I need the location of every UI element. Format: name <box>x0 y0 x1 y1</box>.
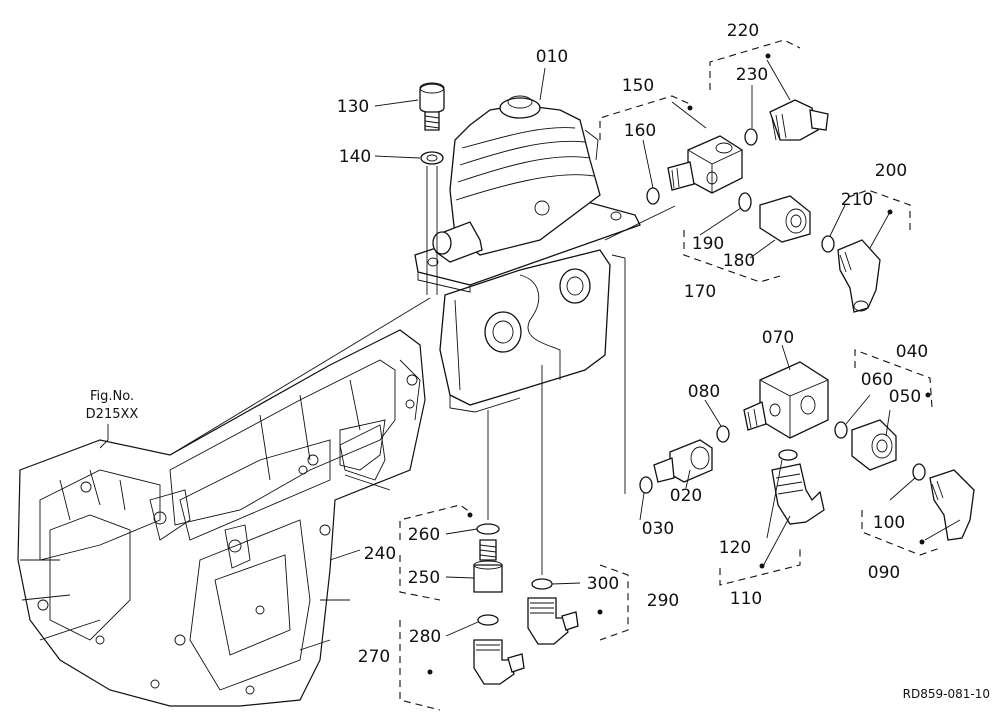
part-labels: 010 020 030 040 050 060 070 080 090 100 … <box>337 21 928 667</box>
oring-280 <box>477 614 499 626</box>
label-130: 130 <box>337 97 369 117</box>
label-050: 050 <box>889 387 921 407</box>
figure-ref-leader <box>99 424 109 449</box>
bracket-240 <box>399 504 471 540</box>
control-valve-assembly <box>414 95 641 413</box>
transmission-housing <box>17 329 426 707</box>
label-230: 230 <box>736 65 768 85</box>
label-100: 100 <box>873 513 905 533</box>
oring-030 <box>639 476 653 494</box>
adapter-block-070 <box>743 361 829 439</box>
washer-140 <box>420 151 444 165</box>
label-250: 250 <box>408 568 440 588</box>
label-270: 270 <box>358 647 390 667</box>
group-marker-dots <box>427 53 931 675</box>
bracket-220 <box>709 39 801 90</box>
bracket-200 <box>845 189 911 230</box>
label-150: 150 <box>622 76 654 96</box>
bracket-170 <box>683 230 781 283</box>
oring-190 <box>738 192 752 212</box>
label-210: 210 <box>841 190 873 210</box>
elbow-090 <box>929 469 975 541</box>
bracket-240-lower <box>399 555 441 601</box>
label-290: 290 <box>647 591 679 611</box>
label-090: 090 <box>868 563 900 583</box>
label-040: 040 <box>896 342 928 362</box>
bracket-270 <box>399 620 441 711</box>
oring-300 <box>531 578 553 590</box>
elbow-110 <box>771 463 825 525</box>
label-010: 010 <box>536 47 568 67</box>
nipple-050 <box>851 419 897 471</box>
centerline-valve-housing <box>169 297 431 456</box>
bracket-040 <box>854 349 933 409</box>
label-240: 240 <box>364 544 396 564</box>
elbow-270 <box>473 639 525 685</box>
leader-lines <box>374 67 916 637</box>
bracket-290 <box>599 564 629 641</box>
label-160: 160 <box>624 121 656 141</box>
figure-ref-code: D215XX <box>86 407 139 422</box>
oring-120 <box>778 449 798 461</box>
oring-100 <box>912 463 926 481</box>
nipple-250 <box>473 539 503 593</box>
elbow-200 <box>837 239 881 313</box>
oring-080 <box>716 425 730 443</box>
label-190: 190 <box>692 234 724 254</box>
centerline-valve-lower <box>611 254 626 494</box>
oring-060 <box>834 421 848 439</box>
label-030: 030 <box>642 519 674 539</box>
label-180: 180 <box>723 251 755 271</box>
label-140: 140 <box>339 147 371 167</box>
adapter-block-150 <box>667 135 743 194</box>
oring-160 <box>646 187 660 205</box>
label-120: 120 <box>719 538 751 558</box>
bolt-130 <box>419 82 445 131</box>
label-070: 070 <box>762 328 794 348</box>
label-020: 020 <box>670 486 702 506</box>
centerline-valve-port <box>604 205 676 241</box>
elbow-220 <box>769 99 829 141</box>
oring-260 <box>476 523 500 535</box>
elbow-290 <box>527 597 579 645</box>
bracket-090 <box>861 510 941 556</box>
nipple-020 <box>653 439 713 483</box>
label-170: 170 <box>684 282 716 302</box>
figure-ref-label: Fig.No. <box>90 389 134 404</box>
label-220: 220 <box>727 21 759 41</box>
label-110: 110 <box>730 589 762 609</box>
oring-210 <box>821 235 835 253</box>
label-060: 060 <box>861 370 893 390</box>
oring-230 <box>744 128 758 146</box>
label-080: 080 <box>688 382 720 402</box>
label-280: 280 <box>409 627 441 647</box>
label-300: 300 <box>587 574 619 594</box>
nipple-180 <box>759 195 811 243</box>
label-200: 200 <box>875 161 907 181</box>
label-260: 260 <box>408 525 440 545</box>
drawing-code: RD859-081-10 <box>903 687 990 701</box>
